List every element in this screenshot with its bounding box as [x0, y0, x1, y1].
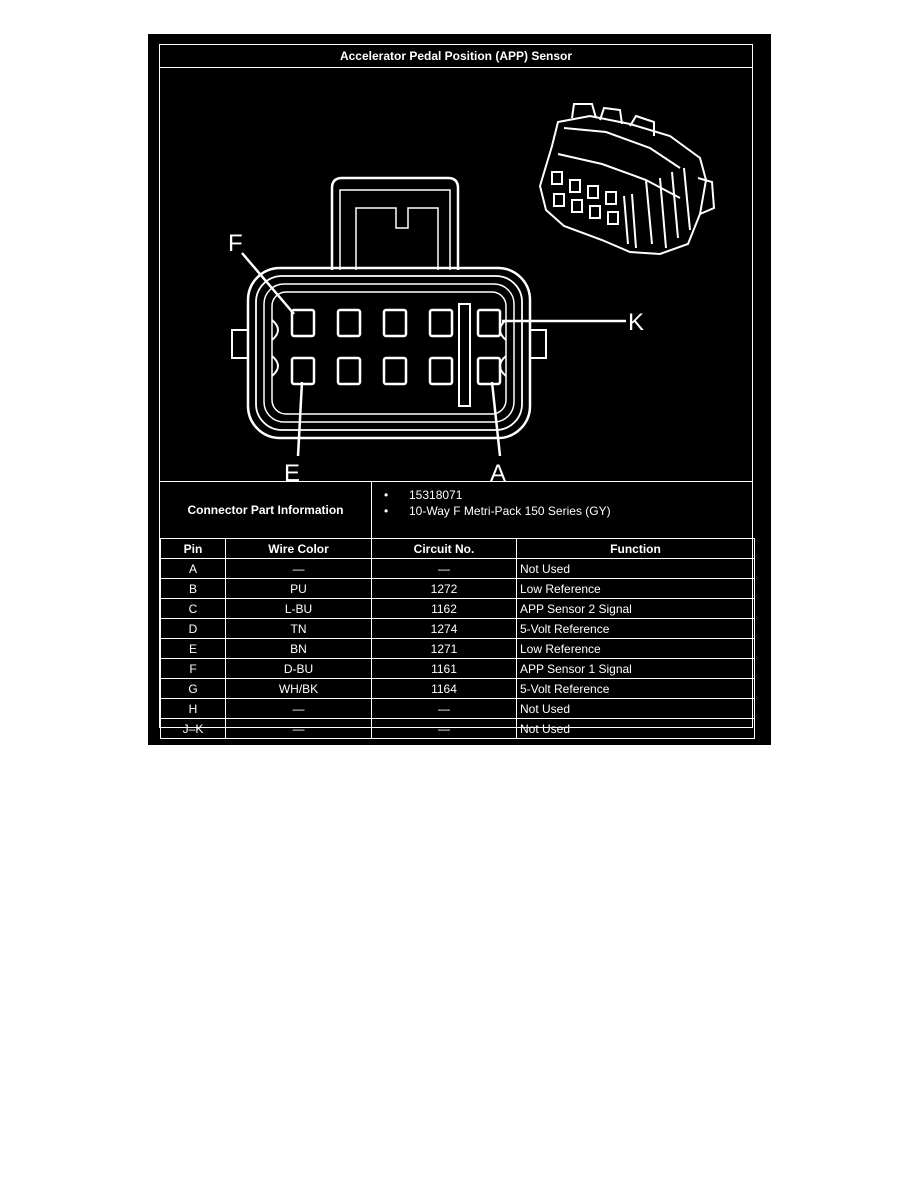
header-pin: Pin	[160, 538, 226, 559]
cell-wire-color: PU	[225, 578, 372, 599]
cell-pin: F	[160, 658, 226, 679]
table-row: G WH/BK 1164 5-Volt Reference	[160, 678, 755, 699]
cell-wire-color: BN	[225, 638, 372, 659]
cell-wire-color: TN	[225, 618, 372, 639]
connector-info-label: Connector Part Information	[160, 482, 372, 538]
pin-label-a: A	[490, 460, 506, 481]
cell-function: APP Sensor 2 Signal	[516, 598, 755, 619]
cell-wire-color: —	[225, 558, 372, 579]
connector-info-row: Connector Part Information • 15318071 • 10…	[160, 481, 752, 538]
cell-function: 5-Volt Reference	[516, 618, 755, 639]
cell-function: Low Reference	[516, 578, 755, 599]
cell-circuit: 1161	[371, 658, 517, 679]
table-row: F D-BU 1161 APP Sensor 1 Signal	[160, 658, 755, 679]
cell-circuit: —	[371, 558, 517, 579]
cell-wire-color: L-BU	[225, 598, 372, 619]
cell-pin: A	[160, 558, 226, 579]
table-row: B PU 1272 Low Reference	[160, 578, 755, 599]
table-header-row: Pin Wire Color Circuit No. Function	[160, 538, 755, 559]
header-function: Function	[516, 538, 755, 559]
cell-function: APP Sensor 1 Signal	[516, 658, 755, 679]
cell-wire-color: —	[225, 718, 372, 739]
connector-description: 10-Way F Metri-Pack 150 Series (GY)	[409, 504, 611, 518]
bullet-icon: •	[384, 488, 389, 502]
connector-diagram: F K E A	[160, 68, 752, 481]
header-circuit-no: Circuit No.	[371, 538, 517, 559]
cell-circuit: 1164	[371, 678, 517, 699]
cell-pin: G	[160, 678, 226, 699]
connector-3d-illustration	[538, 103, 716, 256]
table-row: J–K — — Not Used	[160, 718, 755, 739]
bullet-icon: •	[384, 504, 389, 518]
connector-part-number: 15318071	[409, 488, 463, 502]
cell-pin: J–K	[160, 718, 226, 739]
cell-function: 5-Volt Reference	[516, 678, 755, 699]
pinout-table: Pin Wire Color Circuit No. Function A — …	[160, 538, 755, 739]
cell-circuit: 1271	[371, 638, 517, 659]
cell-circuit: 1272	[371, 578, 517, 599]
table-row: H — — Not Used	[160, 698, 755, 719]
list-item: • 10-Way F Metri-Pack 150 Series (GY)	[384, 503, 611, 519]
cell-pin: D	[160, 618, 226, 639]
cell-function: Not Used	[516, 698, 755, 719]
table-row: C L-BU 1162 APP Sensor 2 Signal	[160, 598, 755, 619]
cell-pin: C	[160, 598, 226, 619]
cell-wire-color: —	[225, 698, 372, 719]
table-row: A — — Not Used	[160, 558, 755, 579]
connector-face-drawing: F K E A	[228, 103, 716, 481]
cell-pin: E	[160, 638, 226, 659]
connector-sheet: Accelerator Pedal Position (APP) Sensor	[148, 34, 771, 745]
cell-function: Not Used	[516, 558, 755, 579]
cell-wire-color: WH/BK	[225, 678, 372, 699]
connector-info-list: • 15318071 • 10-Way F Metri-Pack 150 Serie…	[384, 487, 611, 519]
cell-pin: H	[160, 698, 226, 719]
cell-pin: B	[160, 578, 226, 599]
cell-function: Not Used	[516, 718, 755, 739]
cell-wire-color: D-BU	[225, 658, 372, 679]
list-item: • 15318071	[384, 487, 611, 503]
cell-function: Low Reference	[516, 638, 755, 659]
pin-label-f: F	[228, 230, 243, 257]
pin-label-e: E	[284, 460, 300, 481]
header-wire-color: Wire Color	[225, 538, 372, 559]
cell-circuit: —	[371, 698, 517, 719]
page-title: Accelerator Pedal Position (APP) Sensor	[160, 45, 752, 68]
pin-label-k: K	[628, 309, 644, 336]
table-row: E BN 1271 Low Reference	[160, 638, 755, 659]
connector-frame: Accelerator Pedal Position (APP) Sensor	[159, 44, 755, 739]
table-row: D TN 1274 5-Volt Reference	[160, 618, 755, 639]
cell-circuit: 1274	[371, 618, 517, 639]
cell-circuit: 1162	[371, 598, 517, 619]
cell-circuit: —	[371, 718, 517, 739]
